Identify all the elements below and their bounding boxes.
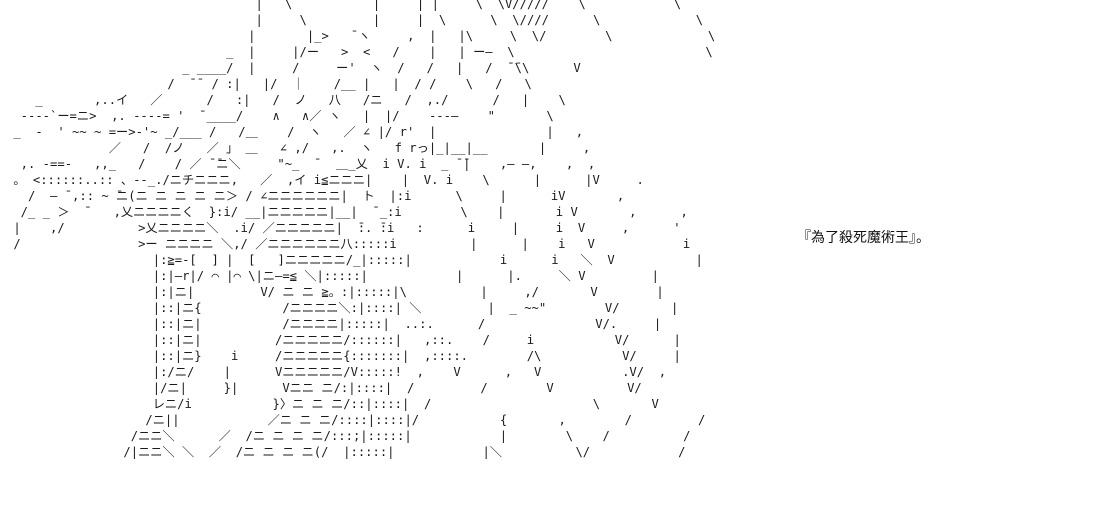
art-line: | \ | | \ \ \//// \ \: [6, 13, 704, 27]
art-line: ----`ー=ニ> ,. ----= ' ̄ ____/ ∧ ∧／ ヽ | |/…: [6, 109, 726, 123]
art-line: |:|ニ| V/ ニ ニ ≧。:|:::::|\ | ,/ V |: [6, 285, 664, 299]
art-line: |::|ニ{ /ニニニニ＼:|::::| ＼ | _ ~~" V/ |: [6, 301, 679, 315]
ascii-art-figure: | \ | | | \ \V///// \ \ | \ | | \ \ \///…: [6, 0, 726, 516]
art-line: | |_> ̄ ヽ , | |\ \ \/ \ \: [6, 29, 716, 43]
art-line: _ ,..イ ／ / :| / ノ 八 /ニ / ,./ / | \ V: [6, 93, 726, 107]
art-line: |/ニ| }| Vニニ ニ/:|::::| / / V V/: [6, 381, 642, 395]
art-line: 。 <::::::..:: 、--_./ニチニニニ, ／ ,イ i≦ニニニ| |…: [6, 173, 726, 187]
art-line: / >ー ニニニニ ＼,/ ／ニニニニニニ八:::::i | | i V i: [6, 237, 691, 251]
art-line: レニ/i }〉ニ ニ ニ/::|::::| / \ V /: [6, 397, 726, 411]
art-line: _ ____/ | / ー' ヽ / / | / ̄ ̄\\ V: [6, 61, 581, 75]
art-line: | \ | | | \ \V///// \ \: [6, 0, 682, 11]
art-line: |::|ニ| /ニニニニニ/::::::| ,::. / i V/ |: [6, 333, 681, 347]
art-line: ,. -==- ,,_ / / ／ ̄ ̄ニ＼ "~_ ̄ ＿_乂 i V. i…: [6, 157, 726, 171]
art-line: / ̄ ̄ / :| |/ ｜ /__ | | / / \ / \ V: [6, 77, 726, 91]
art-line: _ | |/ー > < / | | ー― \ \: [6, 45, 713, 59]
caption-text: 『為了殺死魔術王』。: [797, 230, 930, 246]
art-line: /|ニニ＼ ＼ ／ /ニ ニ ニ ニ(/ |:::::| |＼ \/ /: [6, 445, 686, 459]
art-line: |:≧=-[ ] | [ ]ニニニニニ/_|:::::| i i ＼ V |: [6, 253, 703, 267]
art-line: | ,/ >乂ニニニニ＼ .i/ ／ニニニニニ| ̄:. ̄:i : i | i…: [6, 221, 681, 235]
art-line: ／ / /ノ ／ 」 ＿ ∠ ,/ ,. ヽ f rっ|_|__|__ | , …: [6, 141, 726, 155]
art-line: /ニニ＼ ／ /ニ ニ ニ ニ/:::;|:::::| | \ / /: [6, 429, 691, 443]
art-line: /ニ|| ／ニ ニ ニ/::::|::::|/ { , / /: [6, 413, 706, 427]
art-line: / ― ̄ ,:: ~ ̄ニ(ニ ニ ニ ニ ニ＞ / ∠ニニニニニニ| ト |…: [6, 189, 625, 203]
art-line: |:|―r|/ ⌒ |⌒ \|ニ―=≦ ＼|:::::| | |. ＼ V |: [6, 269, 659, 283]
art-line: |:/ニ/ | Vニニニニニ/V:::::! , V , V .V/ ,: [6, 365, 667, 379]
art-line: |::|ニ| /ニニニニ|:::::| ..:. / V/. |: [6, 317, 662, 331]
art-line: /_ _ ＞ ̄ ,乂ニニニニく }:i/ __|ニニニニニ|__| ̄ _:i…: [6, 205, 688, 219]
art-line: |::|ニ} i /ニニニニニ{:::::::| ,::::. /\ V/ |: [6, 349, 681, 363]
art-line: _ - ' ~~ ~ =ー>‐'~ _/___ / /＿ / ヽ ／ ∠ |/ …: [6, 125, 726, 139]
